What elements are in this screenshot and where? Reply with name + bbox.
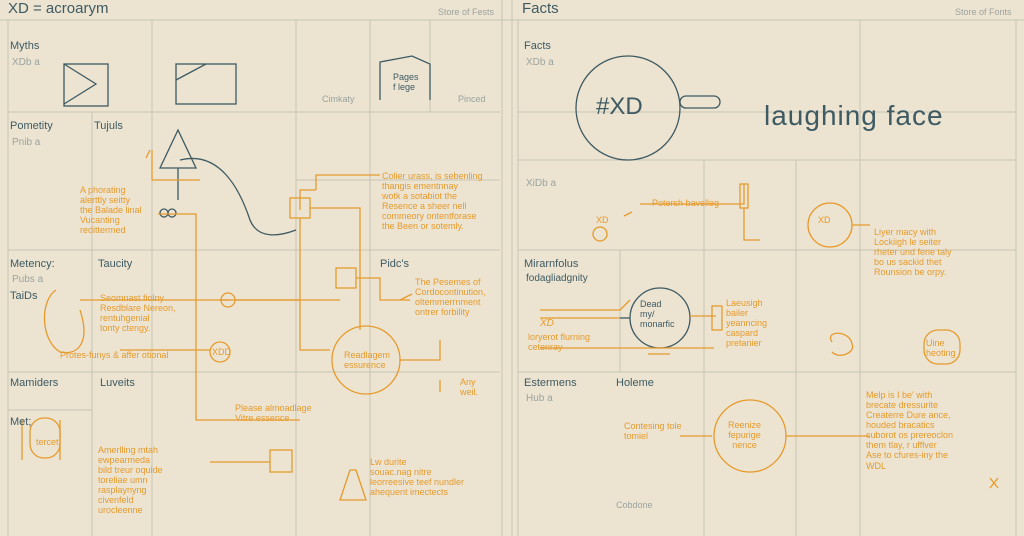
hub-sub: Hub a	[526, 393, 553, 404]
amerlling-note: Amerlling mtah ewpearmeda bild treur oqu…	[98, 445, 163, 516]
taids-heading: TaiDs	[10, 290, 38, 302]
mamiders-heading: Mamiders	[10, 377, 59, 389]
liyer-note: Liyer macy with Lockiigh le seiter rhete…	[874, 227, 952, 278]
potersh-note: Potersh bavelleg	[652, 198, 720, 208]
reenize-note: Reenize fepurige nence	[728, 420, 762, 451]
protes-note: Protes-funys & affer otional	[60, 350, 169, 360]
pages-note: Pages f lege	[393, 72, 419, 93]
mirarnfolus-heading: Mirarnfolus	[524, 258, 579, 270]
pnib-sub: Pnib a	[12, 137, 41, 148]
xdd-note: XDD	[212, 347, 232, 357]
right-connectors	[540, 183, 999, 489]
pubs-sub: Pubs a	[12, 274, 44, 285]
xd-circle-note: XD	[818, 215, 831, 225]
any-note: Any weil.	[460, 377, 479, 398]
colier-note: Colier urass, is sebenling thangis ement…	[382, 171, 483, 232]
tujuls-heading: Tujuls	[94, 120, 123, 132]
cimkaty-note: Cimkaty	[322, 94, 355, 104]
lw-note: Lw durite souac.nag nitre leorreesive te…	[370, 457, 465, 498]
phorating-note: A phorating alerttly seitty the Balade l…	[80, 185, 142, 236]
contesing-note: Contesing tole tomiel	[624, 421, 682, 442]
left-sketches	[63, 55, 431, 236]
left-corner-label: Store of Fests	[438, 7, 495, 17]
laeusigh-note: Laeusigh bailer yeanncing caspard pretan…	[726, 298, 768, 349]
metency-heading: Metency:	[10, 258, 55, 270]
loryerot-note: loryerot flurning cetenray	[528, 332, 591, 353]
melp-note: Melp is I be' with brecate dressurite Cr…	[866, 390, 954, 471]
luveits-heading: Luveits	[100, 377, 135, 389]
pinced-note: Pinced	[458, 94, 486, 104]
facts-sub: XDb a	[526, 57, 554, 68]
xidb-sub: XiDb a	[526, 178, 557, 189]
xd-italic-note: XD	[540, 318, 554, 329]
pometity-heading: Pometity	[10, 120, 53, 132]
holeme-heading: Holeme	[616, 377, 654, 389]
laughing-face-label: laughing face	[764, 100, 944, 131]
fodag-sub: fodagliadgnity	[526, 273, 588, 284]
myths-sub: XDb a	[12, 57, 40, 68]
myths-heading: Myths	[10, 40, 40, 52]
right-corner-label: Store of Fonts	[955, 7, 1012, 17]
right-title: Facts	[522, 0, 559, 17]
cobdone-note: Cobdone	[616, 500, 653, 510]
hashxd-label: #XD	[596, 93, 643, 120]
please-note: Please almoadlage Vitre essence	[235, 403, 312, 424]
xd-small-note: XD	[596, 215, 609, 225]
pesemes-note: The Pesemes of Cordocontinution, oltemme…	[415, 277, 486, 318]
readlagem-note: Readlagem essurence	[344, 350, 391, 371]
left-title: XD = acroarym	[8, 0, 109, 17]
estermens-heading: Estermens	[524, 377, 577, 389]
taucity-heading: Taucity	[98, 258, 133, 270]
facts-heading: Facts	[524, 40, 551, 52]
seomast-note: Seomnast fiolny Resdblare Nereon, rentuh…	[100, 293, 176, 334]
pidcs-heading: Pidc's	[380, 258, 409, 270]
left-connectors	[21, 149, 441, 501]
dead-note: Dead my/ monarfic	[640, 299, 675, 330]
uine-note: Uine heoting	[926, 338, 956, 359]
met-heading: Met;	[10, 416, 32, 428]
tercet-note: tercet	[36, 437, 59, 447]
